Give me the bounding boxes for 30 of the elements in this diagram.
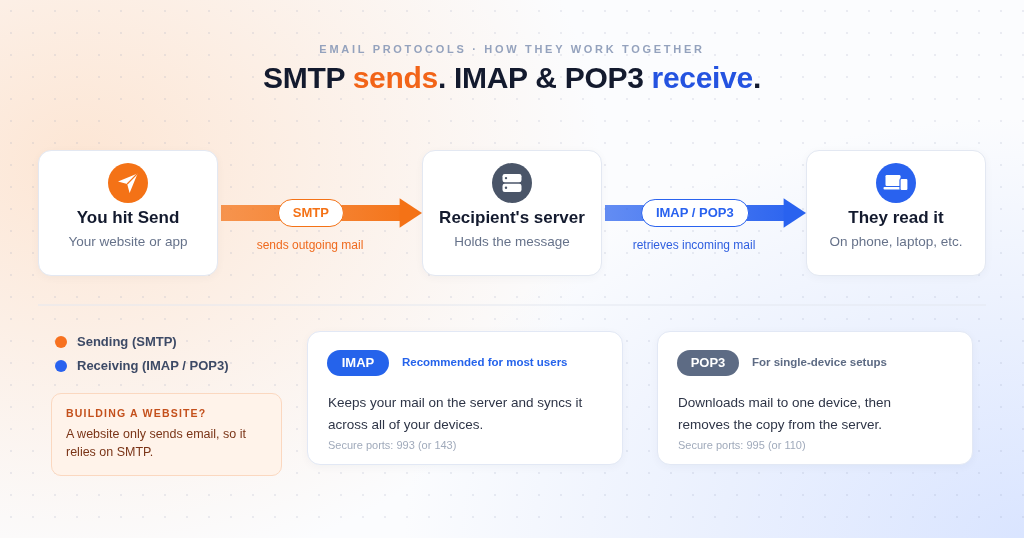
- step-card: [38, 150, 218, 276]
- legend-label: Sending (SMTP): [77, 334, 177, 349]
- step-card: [422, 150, 602, 276]
- step-card: [806, 150, 986, 276]
- card-description: Keeps your mail on the server and syncs it across all of your devices.: [328, 394, 584, 434]
- port-note: Secure ports: 995 (or 110): [678, 439, 806, 451]
- step-subtitle: On phone, laptop, etc.: [829, 234, 963, 249]
- step-title: You hit Send: [76, 208, 180, 228]
- eyebrow-text: EMAIL PROTOCOLS · HOW THEY WORK TOGETHER: [319, 43, 705, 57]
- info-card: [657, 331, 973, 465]
- edge-caption: retrieves incoming mail: [632, 238, 756, 253]
- step-title: Recipient's server: [439, 208, 585, 228]
- callout-text: A website only sends email, so it relies on SMTP.: [66, 426, 247, 462]
- callout-heading: BUILDING A WEBSITE?: [66, 407, 207, 419]
- protocol-tag: IMAP: [327, 350, 389, 376]
- info-card: [307, 331, 623, 465]
- port-note: Secure ports: 993 (or 143): [328, 439, 457, 451]
- edge-caption: sends outgoing mail: [256, 238, 364, 253]
- step-subtitle: Holds the message: [454, 234, 570, 249]
- callout-box: [51, 393, 282, 476]
- legend-label: Receiving (IMAP / POP3): [77, 358, 229, 373]
- edge-label: SMTP: [277, 199, 344, 227]
- edge-label: IMAP / POP3: [640, 199, 749, 227]
- card-tagline: Recommended for most users: [402, 356, 568, 368]
- step-title: They read it: [848, 208, 944, 228]
- card-description: Downloads mail to one device, then removes the copy from the server.: [678, 394, 893, 434]
- step-subtitle: Your website or app: [68, 234, 188, 249]
- card-tagline: For single-device setups: [752, 356, 887, 368]
- protocol-tag: POP3: [677, 350, 739, 376]
- title: SMTP sends. IMAP & POP3 receive.: [263, 60, 761, 96]
